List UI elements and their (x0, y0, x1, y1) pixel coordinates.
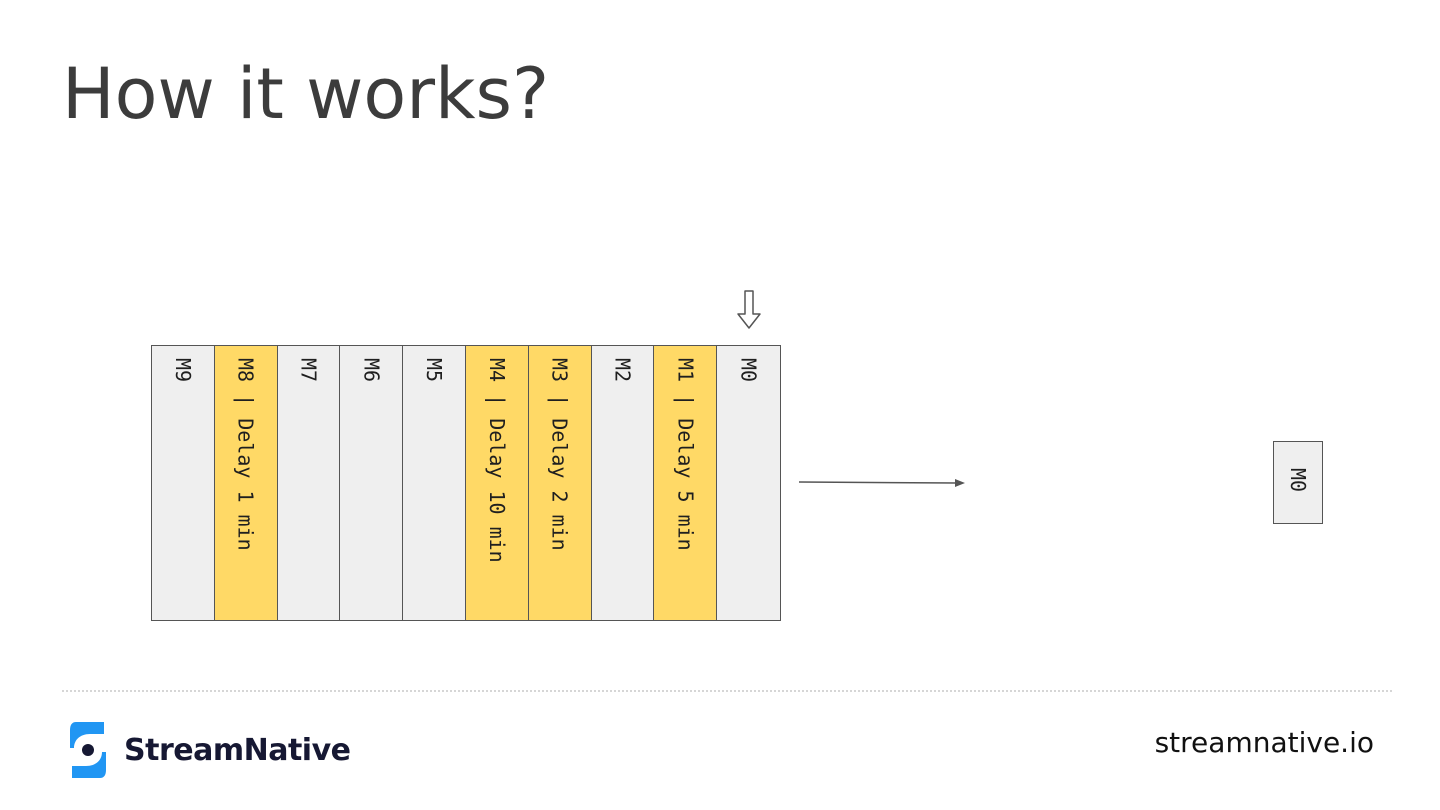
slide-title: How it works? (62, 53, 550, 135)
queue-cell: M7 (277, 346, 341, 620)
queue-cell-label: M4 | Delay 10 min (484, 358, 509, 563)
queue-cell-label: M6 (359, 358, 384, 383)
queue-cell: M5 (403, 346, 466, 620)
queue-cell: M2 (591, 346, 655, 620)
queue-cell: M0 (717, 346, 780, 620)
queue-cell: M9 (152, 346, 215, 620)
website-link[interactable]: streamnative.io (1154, 726, 1374, 759)
queue-cell: M3 | Delay 2 min (528, 346, 592, 620)
queue-cell-label: M9 (170, 358, 195, 383)
footer-divider (62, 690, 1392, 692)
consumed-message: M0 (1273, 441, 1323, 524)
streamnative-logo[interactable]: StreamNative (68, 720, 351, 780)
queue-cell: M6 (340, 346, 404, 620)
streamnative-logo-icon (70, 722, 106, 778)
queue-cell: M8 | Delay 1 min (214, 346, 278, 620)
message-queue: M9 M8 | Delay 1 min M7 M6 M5 M4 | Delay … (151, 345, 781, 621)
queue-cell-label: M8 | Delay 1 min (233, 358, 258, 551)
queue-cell-label: M5 (422, 358, 447, 383)
down-arrow-icon (737, 290, 761, 329)
queue-cell-label: M7 (296, 358, 321, 383)
queue-cell-label: M0 (736, 358, 761, 383)
queue-cell-label: M3 | Delay 2 min (547, 358, 572, 551)
queue-cell-label: M2 (610, 358, 635, 383)
queue-cell: M1 | Delay 5 min (654, 346, 718, 620)
right-arrow-icon (798, 479, 965, 487)
queue-cell: M4 | Delay 10 min (465, 346, 529, 620)
consumed-message-label: M0 (1286, 468, 1310, 493)
queue-cell-label: M1 | Delay 5 min (673, 358, 698, 551)
brand-name: StreamNative (124, 732, 351, 768)
